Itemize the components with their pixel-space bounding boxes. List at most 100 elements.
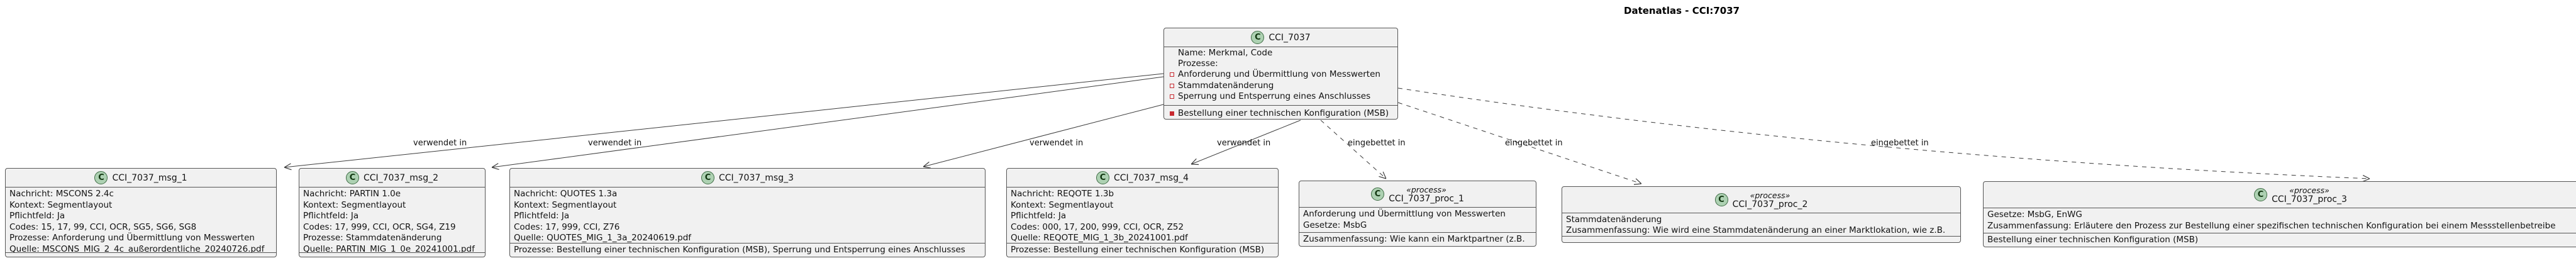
class-header: C CCI_7037_msg_1 bbox=[6, 169, 276, 187]
attribute-line: Nachricht: REQOTE 1.3b bbox=[1011, 189, 1114, 199]
class-methods-empty bbox=[6, 252, 276, 257]
class-box-cci-7037-proc-3: C «process» CCI_7037_proc_3 Gesetze: Msb… bbox=[1983, 181, 2576, 247]
attribute-line: Prozesse: bbox=[1178, 59, 1218, 69]
class-box-cci-7037-proc-1: C «process» CCI_7037_proc_1 Anforderung … bbox=[1299, 181, 1536, 247]
class-icon: C bbox=[345, 171, 359, 184]
class-header: C CCI_7037_msg_2 bbox=[299, 169, 485, 187]
class-methods: Prozesse: Bestellung einer technischen K… bbox=[1007, 242, 1278, 257]
edge-cci-to-proc1 bbox=[1320, 120, 1386, 179]
class-stereotype: «process» bbox=[1750, 190, 1790, 200]
attribute-line: Kontext: Segmentlayout bbox=[514, 199, 617, 210]
attribute-line: Name: Merkmal, Code bbox=[1178, 48, 1273, 58]
class-methods: Zusammenfassung: Wie kann ein Marktpartn… bbox=[1299, 232, 1536, 247]
edge-label-verwendet-in-3: verwendet in bbox=[1030, 138, 1084, 148]
class-header: C «process» CCI_7037_proc_3 bbox=[1984, 182, 2576, 208]
process-item-label: Sperrung und Entsperrung eines Anschluss… bbox=[1178, 91, 1371, 101]
class-icon: C bbox=[1096, 171, 1109, 184]
attribute-line: Quelle: PARTIN_MIG_1_0e_20241001.pdf bbox=[303, 243, 475, 253]
class-methods-empty bbox=[1562, 236, 1960, 242]
edge-cci-to-msg3 bbox=[923, 104, 1164, 167]
class-name: CCI_7037_msg_4 bbox=[1113, 172, 1189, 183]
class-attributes: Name: Merkmal, Code Prozesse: Anforderun… bbox=[1164, 47, 1397, 105]
class-title-stack: «process» CCI_7037_proc_2 bbox=[1733, 191, 1808, 210]
class-title-stack: «process» CCI_7037_proc_1 bbox=[1389, 185, 1464, 204]
edge-cci-to-msg2 bbox=[492, 76, 1164, 167]
attribute-line: Zusammenfassung: Erläutere den Prozess z… bbox=[1987, 220, 2556, 231]
method-item-label: Bestellung einer technischen Konfigurati… bbox=[1178, 108, 1389, 118]
field-square-icon bbox=[1170, 83, 1174, 88]
class-methods: Bestellung einer technischen Konfigurati… bbox=[1984, 232, 2576, 247]
attribute-line: Kontext: Segmentlayout bbox=[1011, 199, 1114, 210]
edge-label-eingebettet-in-2: eingebettet in bbox=[1505, 138, 1563, 148]
class-box-cci-7037-msg-3: C CCI_7037_msg_3 Nachricht: QUOTES 1.3a … bbox=[509, 168, 985, 257]
process-item: Stammdatenänderung bbox=[1170, 81, 1392, 91]
attribute-line: Quelle: REQOTE_MIG_1_3b_20241001.pdf bbox=[1011, 233, 1188, 243]
class-attributes: Nachricht: REQOTE 1.3b Kontext: Segmentl… bbox=[1007, 187, 1278, 243]
attribute-line: Pflichtfeld: Ja bbox=[9, 211, 65, 221]
class-name: CCI_7037_msg_2 bbox=[363, 172, 439, 183]
edge-label-eingebettet-in-3: eingebettet in bbox=[1871, 138, 1929, 148]
class-attributes: Nachricht: PARTIN 1.0e Kontext: Segmentl… bbox=[299, 187, 485, 252]
class-name: CCI_7037_msg_3 bbox=[718, 172, 794, 183]
class-methods: Bestellung einer technischen Konfigurati… bbox=[1164, 104, 1397, 119]
attribute-line: Prozesse: Anforderung und Übermittlung v… bbox=[9, 233, 255, 243]
class-box-cci-7037: C CCI_7037 Name: Merkmal, Code Prozesse:… bbox=[1163, 28, 1398, 120]
class-header: C CCI_7037 bbox=[1164, 28, 1397, 47]
class-name: CCI_7037_proc_1 bbox=[1389, 193, 1464, 204]
class-header: C CCI_7037_msg_4 bbox=[1007, 169, 1278, 187]
field-square-icon bbox=[1170, 72, 1174, 77]
process-item: Sperrung und Entsperrung eines Anschluss… bbox=[1170, 91, 1392, 102]
attribute-line: Nachricht: MSCONS 2.4c bbox=[9, 189, 114, 199]
class-header: C «process» CCI_7037_proc_2 bbox=[1562, 187, 1960, 213]
attribute-line: Anforderung und Übermittlung von Messwer… bbox=[1303, 209, 1506, 219]
attribute-line: Quelle: MSCONS_MIG_2_4c_außerordentliche… bbox=[9, 243, 265, 253]
class-name: CCI_7037_msg_1 bbox=[112, 172, 187, 183]
edge-cci-to-msg1 bbox=[284, 73, 1164, 167]
attribute-line: Quelle: QUOTES_MIG_1_3a_20240619.pdf bbox=[514, 233, 692, 243]
class-box-cci-7037-msg-4: C CCI_7037_msg_4 Nachricht: REQOTE 1.3b … bbox=[1006, 168, 1279, 257]
class-stereotype: «process» bbox=[1406, 184, 1446, 194]
process-item-label: Anforderung und Übermittlung von Messwer… bbox=[1178, 69, 1380, 80]
class-stereotype: «process» bbox=[2289, 185, 2329, 195]
class-methods: Prozesse: Bestellung einer technischen K… bbox=[510, 242, 985, 257]
attribute-line: Codes: 17, 999, CCI, OCR, SG4, Z19 bbox=[303, 221, 456, 232]
edge-label-verwendet-in-4: verwendet in bbox=[1217, 138, 1271, 148]
attribute-line: Gesetze: MsbG bbox=[1303, 220, 1367, 230]
class-header: C CCI_7037_msg_3 bbox=[510, 169, 985, 187]
class-attributes: Nachricht: QUOTES 1.3a Kontext: Segmentl… bbox=[510, 187, 985, 243]
attribute-line: Gesetze: MsbG, EnWG bbox=[1987, 210, 2082, 220]
edge-label-eingebettet-in-1: eingebettet in bbox=[1348, 138, 1406, 148]
class-name: CCI_7037_proc_3 bbox=[2272, 194, 2347, 204]
class-name: CCI_7037_proc_2 bbox=[1732, 199, 1808, 210]
method-item: Bestellung einer technischen Konfigurati… bbox=[1164, 106, 1397, 119]
attribute-line: Nachricht: PARTIN 1.0e bbox=[303, 189, 401, 199]
attribute-line: Pflichtfeld: Ja bbox=[303, 211, 359, 221]
class-icon: C bbox=[1251, 31, 1265, 44]
class-icon: C bbox=[701, 171, 714, 184]
class-attributes: Nachricht: MSCONS 2.4c Kontext: Segmentl… bbox=[6, 187, 276, 252]
class-methods-empty bbox=[299, 252, 485, 257]
class-title-stack: «process» CCI_7037_proc_3 bbox=[2272, 186, 2347, 204]
class-box-cci-7037-msg-1: C CCI_7037_msg_1 Nachricht: MSCONS 2.4c … bbox=[5, 168, 277, 257]
edge-cci-to-proc3 bbox=[1397, 87, 2370, 179]
class-icon: C bbox=[1371, 187, 1385, 201]
class-icon: C bbox=[94, 171, 108, 184]
method-square-icon bbox=[1170, 111, 1174, 116]
class-attributes: Stammdatenänderung Zusammenfassung: Wie … bbox=[1562, 213, 1960, 236]
class-box-cci-7037-msg-2: C CCI_7037_msg_2 Nachricht: PARTIN 1.0e … bbox=[299, 168, 486, 257]
class-icon: C bbox=[2254, 188, 2268, 201]
attribute-line: Kontext: Segmentlayout bbox=[9, 199, 113, 210]
attribute-line: Codes: 000, 17, 200, 999, CCI, OCR, Z52 bbox=[1011, 221, 1184, 232]
class-name: CCI_7037 bbox=[1269, 32, 1311, 43]
class-attributes: Gesetze: MsbG, EnWG Zusammenfassung: Erl… bbox=[1984, 208, 2576, 233]
attribute-line: Pflichtfeld: Ja bbox=[1011, 211, 1067, 221]
class-attributes: Anforderung und Übermittlung von Messwer… bbox=[1299, 208, 1536, 232]
class-header: C «process» CCI_7037_proc_1 bbox=[1299, 181, 1536, 208]
field-square-icon bbox=[1170, 94, 1174, 99]
attribute-line: Zusammenfassung: Wie wird eine Stammdate… bbox=[1566, 225, 1946, 235]
attribute-line: Codes: 17, 999, CCI, Z76 bbox=[514, 221, 620, 232]
diagram-title: Datenatlas - CCI:7037 bbox=[1624, 5, 1740, 16]
attribute-line: Pflichtfeld: Ja bbox=[514, 211, 570, 221]
attribute-line: Kontext: Segmentlayout bbox=[303, 199, 406, 210]
